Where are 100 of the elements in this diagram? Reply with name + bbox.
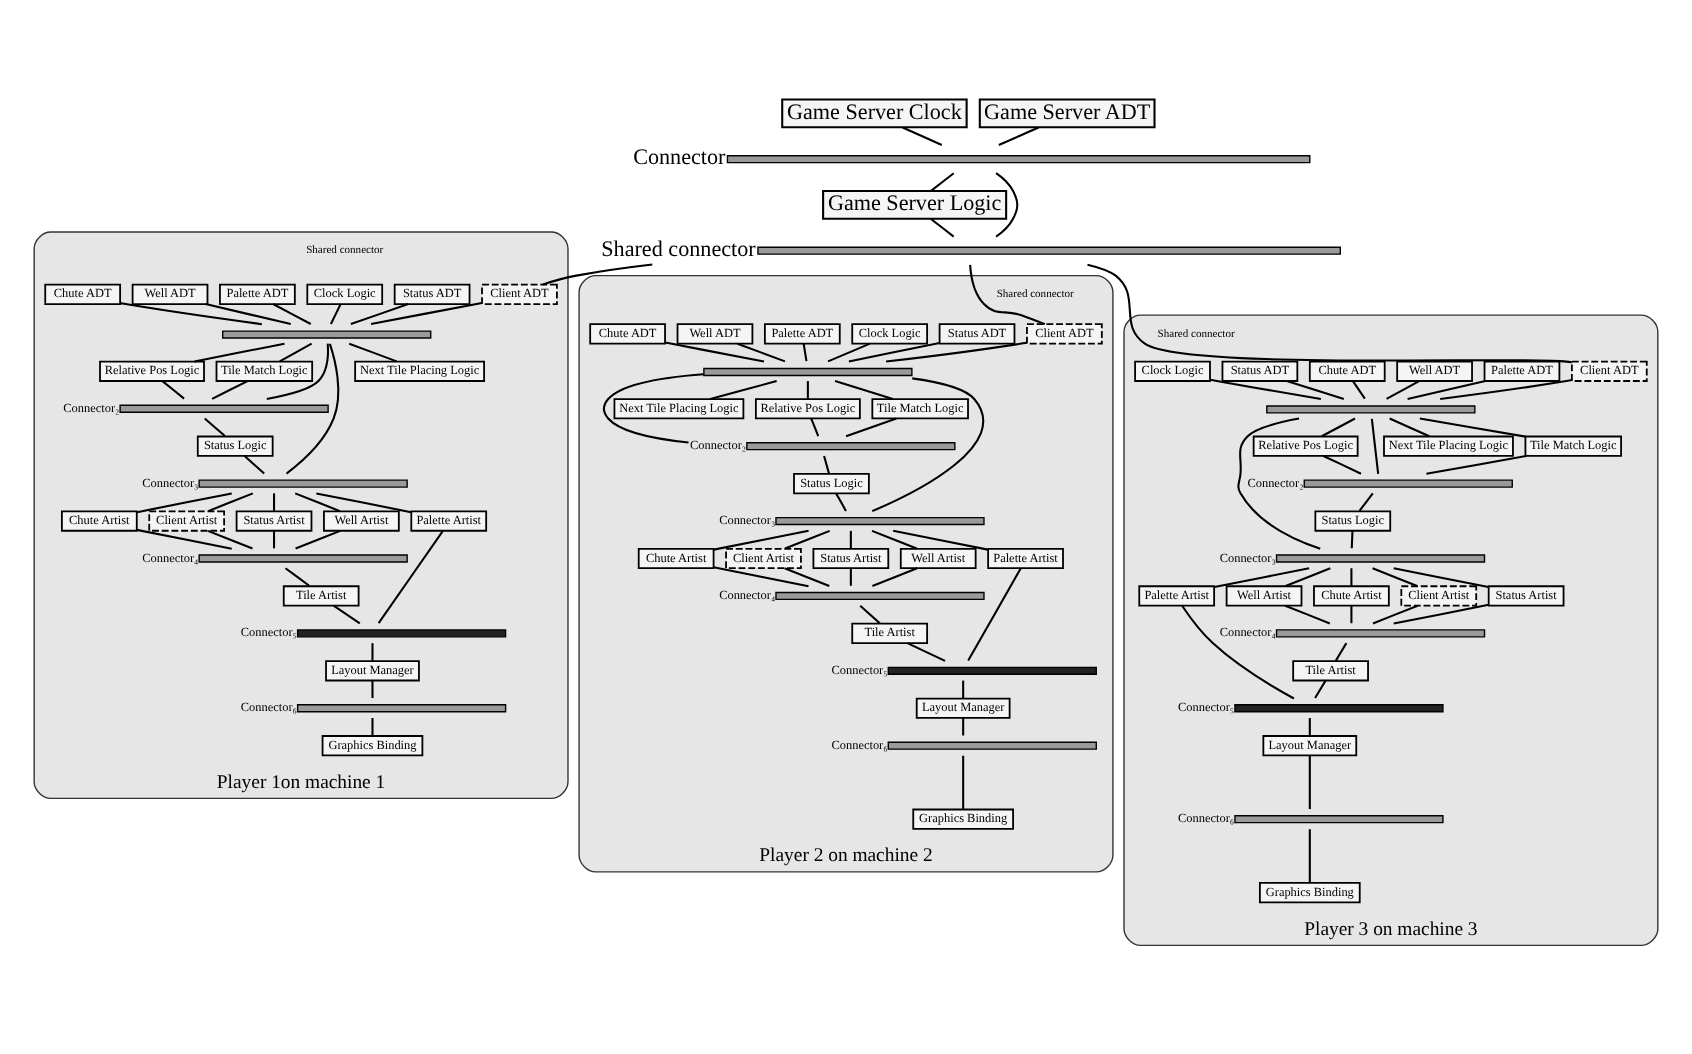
connector bbox=[872, 566, 918, 586]
connector bbox=[835, 491, 847, 511]
connector bbox=[371, 679, 374, 698]
connector bbox=[205, 302, 291, 325]
connector bbox=[1350, 604, 1353, 623]
connector bbox=[370, 300, 483, 325]
connector bbox=[1372, 566, 1418, 586]
connector bbox=[1308, 754, 1311, 809]
connector bbox=[962, 754, 965, 809]
connector bbox=[871, 528, 918, 549]
connector bbox=[211, 379, 248, 399]
connector bbox=[827, 341, 871, 362]
connector bbox=[1284, 603, 1331, 624]
connector bbox=[316, 491, 412, 513]
connector bbox=[962, 717, 965, 735]
connector bbox=[713, 528, 809, 550]
connector bbox=[1352, 379, 1366, 399]
connector bbox=[969, 263, 1046, 325]
connector bbox=[930, 171, 955, 191]
connector bbox=[1393, 566, 1489, 588]
connector bbox=[1314, 679, 1327, 698]
connector bbox=[284, 566, 310, 586]
connector bbox=[1321, 416, 1356, 437]
connector bbox=[823, 454, 830, 473]
connector bbox=[1386, 379, 1420, 399]
connector bbox=[907, 641, 946, 661]
connector bbox=[710, 379, 777, 399]
connector bbox=[371, 642, 374, 660]
connector bbox=[998, 125, 1039, 145]
connector bbox=[1372, 603, 1418, 624]
connector bbox=[1323, 454, 1362, 474]
node-box: Game Server Logic bbox=[822, 189, 1008, 219]
connector bbox=[603, 372, 704, 443]
connector bbox=[285, 342, 340, 474]
connector bbox=[1285, 566, 1331, 586]
connector bbox=[295, 528, 341, 549]
connector bbox=[784, 566, 830, 586]
connector bbox=[207, 491, 254, 512]
connector bbox=[136, 527, 232, 549]
connector bbox=[350, 302, 409, 325]
connector bbox=[713, 565, 809, 587]
connector bbox=[294, 491, 341, 512]
connector bbox=[962, 679, 965, 698]
connector bbox=[664, 340, 765, 362]
connector bbox=[1426, 453, 1527, 474]
connector bbox=[784, 528, 831, 549]
connector bbox=[1335, 641, 1348, 661]
connector bbox=[1237, 416, 1321, 549]
connector bbox=[810, 417, 820, 436]
node-label: Connector bbox=[633, 145, 726, 170]
connector bbox=[542, 262, 653, 285]
connector bbox=[1210, 377, 1322, 400]
connector bbox=[859, 603, 881, 623]
connector bbox=[1350, 567, 1353, 585]
connector bbox=[967, 566, 1022, 661]
connector bbox=[849, 567, 852, 585]
connector bbox=[1358, 491, 1374, 511]
connector bbox=[273, 302, 312, 324]
connector bbox=[849, 529, 852, 548]
connector bbox=[273, 529, 276, 548]
connector bbox=[120, 301, 262, 325]
connector bbox=[1308, 828, 1311, 882]
node-box: Game Server Clock bbox=[781, 97, 968, 128]
connector bbox=[1214, 566, 1310, 588]
connector bbox=[806, 380, 809, 398]
connector bbox=[995, 171, 1019, 237]
connector bbox=[1350, 529, 1354, 548]
connector bbox=[848, 340, 940, 362]
connector bbox=[371, 717, 374, 735]
connector bbox=[161, 379, 185, 399]
connector bbox=[194, 341, 285, 362]
connector bbox=[1407, 379, 1486, 399]
connector bbox=[802, 342, 808, 361]
node-box: Game Server ADT bbox=[978, 97, 1156, 128]
connector bbox=[886, 340, 1028, 362]
connector bbox=[737, 341, 786, 362]
connector bbox=[279, 341, 313, 362]
connector bbox=[136, 491, 232, 513]
connector bbox=[1440, 378, 1572, 400]
connector bbox=[902, 125, 943, 145]
node-label: Shared connector bbox=[601, 236, 756, 261]
connector bbox=[1419, 416, 1526, 437]
connector bbox=[377, 529, 444, 623]
connector bbox=[348, 341, 398, 362]
connector bbox=[243, 454, 265, 474]
connector bbox=[1181, 604, 1295, 699]
connector bbox=[207, 528, 253, 549]
connector bbox=[266, 342, 330, 399]
connector bbox=[273, 492, 276, 510]
connector bbox=[930, 217, 955, 237]
connector bbox=[845, 416, 897, 437]
connector bbox=[1308, 717, 1311, 735]
connector bbox=[1389, 416, 1430, 437]
connector bbox=[892, 528, 989, 550]
connector bbox=[329, 302, 342, 324]
connector bbox=[1393, 602, 1489, 624]
connector bbox=[1286, 379, 1345, 399]
connector bbox=[834, 379, 894, 399]
connector bbox=[333, 603, 361, 624]
connector bbox=[204, 416, 226, 436]
